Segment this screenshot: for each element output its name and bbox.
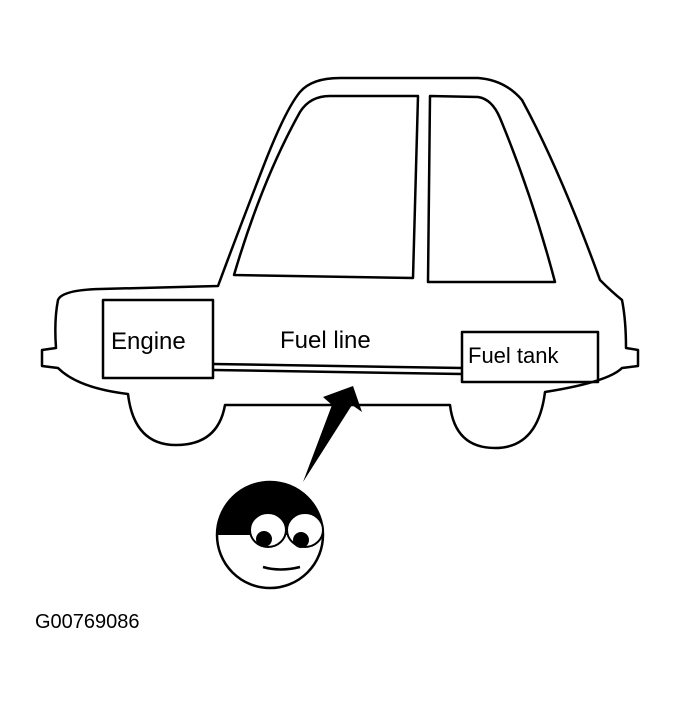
engine-box bbox=[101, 298, 215, 380]
fuel-tank-label: Fuel tank bbox=[468, 343, 559, 368]
figure-id: G00769086 bbox=[35, 611, 140, 633]
fuel-line-upper bbox=[212, 362, 463, 370]
engine-label: Engine bbox=[111, 328, 186, 355]
fuel-tank-box bbox=[460, 330, 600, 384]
rear-window bbox=[426, 94, 557, 284]
face-icon bbox=[215, 480, 325, 590]
front-window bbox=[232, 94, 420, 280]
fuel-line-label: Fuel line bbox=[280, 327, 371, 354]
arrow-icon bbox=[303, 386, 362, 482]
fuel-line-lower bbox=[212, 368, 463, 376]
car-body-outline bbox=[40, 76, 640, 450]
